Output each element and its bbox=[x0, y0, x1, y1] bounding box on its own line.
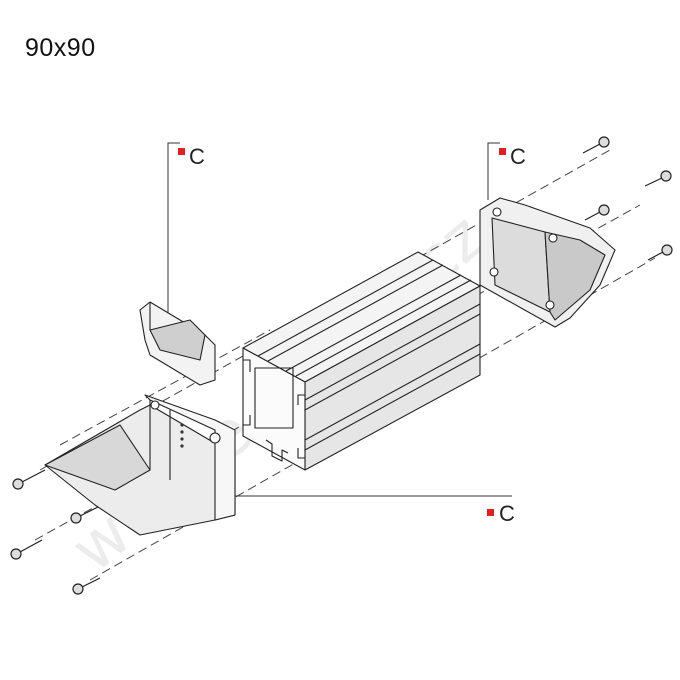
callout-label: C bbox=[510, 144, 526, 169]
screw bbox=[70, 506, 99, 524]
left-end-cap bbox=[44, 394, 236, 536]
callout-leaders bbox=[167, 142, 512, 497]
screw bbox=[584, 204, 610, 221]
screw bbox=[12, 469, 46, 490]
aluminium-profile bbox=[242, 251, 481, 471]
screw bbox=[647, 244, 673, 261]
screws-right bbox=[582, 136, 673, 261]
clip-insert bbox=[139, 301, 216, 386]
callout-c-bottom: C bbox=[487, 501, 515, 526]
page-title: 90x90 bbox=[25, 34, 96, 62]
callout-c-right-top: C bbox=[499, 144, 526, 169]
right-end-cap bbox=[479, 197, 616, 328]
callout-label: C bbox=[189, 144, 205, 169]
callout-label: C bbox=[499, 501, 515, 526]
screw bbox=[582, 136, 610, 154]
screws-left bbox=[10, 469, 101, 595]
screw bbox=[10, 539, 43, 560]
callout-c-left-top: C bbox=[178, 144, 205, 169]
callout-marker bbox=[178, 148, 185, 155]
screw bbox=[72, 577, 101, 595]
callout-marker bbox=[487, 509, 494, 516]
callout-marker bbox=[499, 148, 506, 155]
screw bbox=[644, 170, 672, 187]
